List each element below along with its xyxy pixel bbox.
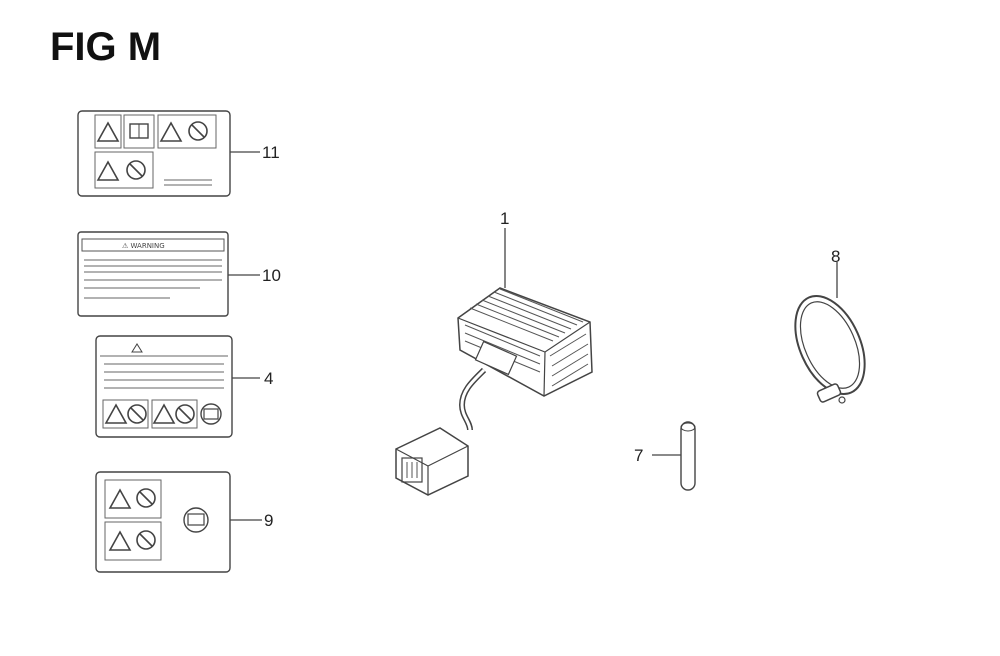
book-icon xyxy=(200,403,222,425)
callout-11: 11 xyxy=(262,143,280,162)
regulator-rectifier xyxy=(395,287,593,496)
callout-9: 9 xyxy=(264,511,273,530)
safety-label-11 xyxy=(77,110,231,197)
callout-4: 4 xyxy=(264,369,273,388)
book-icon xyxy=(183,507,209,533)
callout-8: 8 xyxy=(831,247,840,266)
symbols-label-9 xyxy=(95,471,231,573)
band-clamp xyxy=(794,294,866,404)
callout-10: 10 xyxy=(262,266,281,285)
warning-triangle-icon xyxy=(131,343,143,353)
pin xyxy=(680,421,696,491)
caution-label-4 xyxy=(95,335,233,438)
callout-7: 7 xyxy=(634,446,643,465)
warning-label-10: ⚠ WARNING xyxy=(77,231,229,317)
figure-title: FIG M xyxy=(50,25,161,69)
callout-1: 1 xyxy=(500,209,509,228)
warning-heading: ⚠ WARNING xyxy=(122,242,165,250)
